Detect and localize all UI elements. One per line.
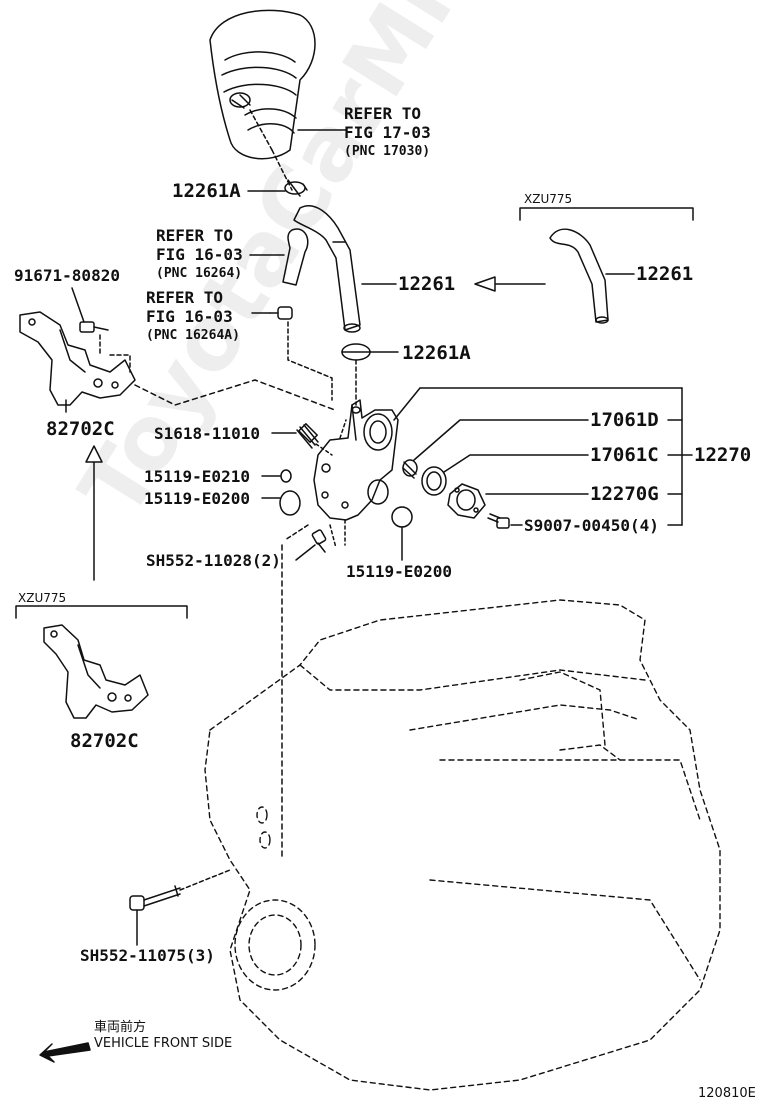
part-label-hose-variant[interactable]: 12261 xyxy=(636,263,694,285)
reference-line2: FIG 17-03 xyxy=(344,123,431,142)
hose-clip-drawing xyxy=(269,306,293,320)
water-inlet-housing-drawing xyxy=(313,399,399,521)
o-ring-small-drawing xyxy=(280,469,292,483)
housing-bolt-drawing xyxy=(311,529,327,553)
variant-label-bracket: XZU775 xyxy=(18,591,67,605)
engine-block-drawing xyxy=(204,599,721,1091)
orientation-label-en: VEHICLE FRONT SIDE xyxy=(94,1036,233,1051)
variant-hose-drawing xyxy=(549,228,609,324)
o-ring-left-drawing xyxy=(279,490,301,516)
reference-line1: REFER TO xyxy=(156,226,234,245)
bracket-bolt-drawing xyxy=(79,321,109,333)
part-label-stud[interactable]: S1618-11010 xyxy=(154,424,260,443)
screw-drawing xyxy=(487,513,510,529)
part-label-o-ring-bottom[interactable]: 15119-E0200 xyxy=(346,562,452,581)
gasket-d-drawing xyxy=(402,459,418,479)
upper-clamp-drawing xyxy=(284,179,308,197)
reference-note: (PNC 16264) xyxy=(156,266,243,281)
reference-fig-16-03-a: REFER TO FIG 16-03 (PNC 16264) xyxy=(156,226,243,283)
reference-note: (PNC 16264A) xyxy=(146,328,240,343)
reference-line2: FIG 16-03 xyxy=(146,307,233,326)
lower-clamp-drawing xyxy=(341,343,371,361)
part-label-clamp-lower[interactable]: 12261A xyxy=(402,342,471,364)
engine-bolt-drawing xyxy=(129,885,181,911)
part-label-o-ring-left[interactable]: 15119-E0200 xyxy=(144,489,250,508)
part-label-gasket-c[interactable]: 17061C xyxy=(590,444,659,466)
coolant-hose-drawing xyxy=(293,205,361,333)
part-label-bracket-variant[interactable]: 82702C xyxy=(70,730,139,752)
reference-line1: REFER TO xyxy=(344,104,422,123)
part-label-bracket[interactable]: 82702C xyxy=(46,418,115,440)
reference-note: (PNC 17030) xyxy=(344,144,431,159)
variant-label-hose: XZU775 xyxy=(524,192,573,206)
reference-line2: FIG 16-03 xyxy=(156,245,243,264)
figure-code: 120810E xyxy=(698,1086,756,1101)
gasket-c-drawing xyxy=(421,466,447,496)
orientation-label-jp: 車両前方 xyxy=(94,1020,147,1035)
part-label-bracket-bolt[interactable]: 91671-80820 xyxy=(14,266,120,285)
part-label-clamp-upper[interactable]: 12261A xyxy=(172,180,241,202)
bracket-variant-drawing xyxy=(43,624,149,719)
part-label-housing-bolt[interactable]: SH552-11028(2) xyxy=(146,551,281,570)
bypass-hose-drawing xyxy=(282,228,309,286)
part-label-screw[interactable]: S9007-00450(4) xyxy=(524,516,659,535)
reference-fig-16-03-b: REFER TO FIG 16-03 (PNC 16264A) xyxy=(146,288,240,345)
part-label-o-ring-small[interactable]: 15119-E0210 xyxy=(144,467,250,486)
part-label-hose[interactable]: 12261 xyxy=(398,273,456,295)
bracket-upper-drawing xyxy=(19,311,136,406)
cover-drawing xyxy=(447,483,486,519)
part-label-cover[interactable]: 12270G xyxy=(590,483,659,505)
reference-fig-17-03: REFER TO FIG 17-03 (PNC 17030) xyxy=(344,104,431,161)
part-label-engine-bolt[interactable]: SH552-11075(3) xyxy=(80,946,215,965)
part-label-housing-assy[interactable]: 12270 xyxy=(694,444,752,466)
reference-line1: REFER TO xyxy=(146,288,224,307)
stud-drawing xyxy=(296,423,319,449)
part-label-gasket-d[interactable]: 17061D xyxy=(590,409,659,431)
o-ring-bottom-drawing xyxy=(391,506,413,528)
intake-hose-drawing xyxy=(209,9,316,160)
